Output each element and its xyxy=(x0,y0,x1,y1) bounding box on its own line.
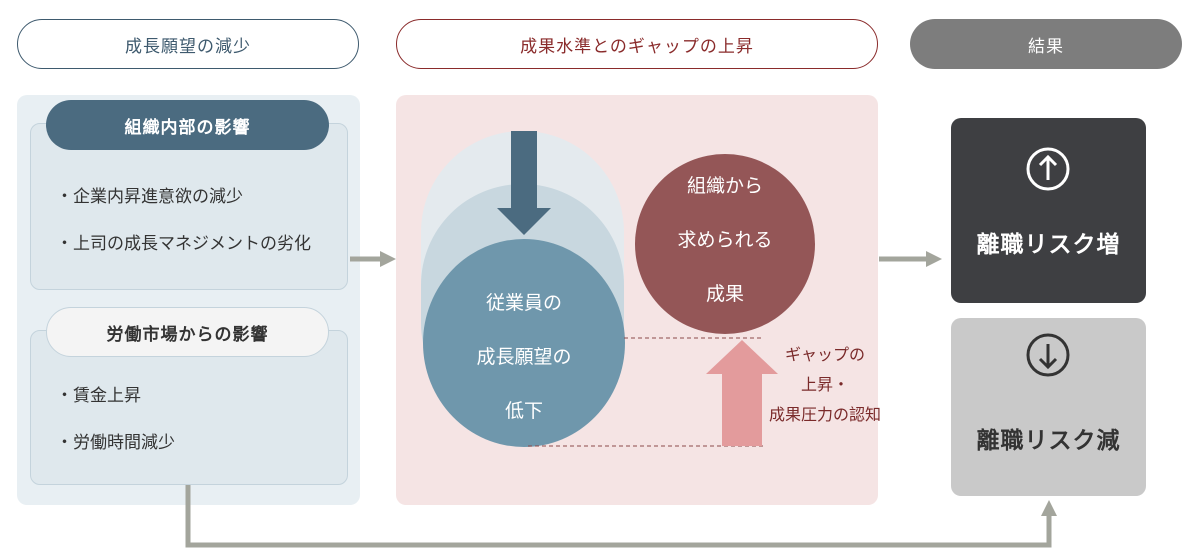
result-icons-overlay xyxy=(1026,147,1070,377)
employee-growth-circle xyxy=(423,239,625,447)
org-circle-text: 組織から 求められる 成果 xyxy=(635,159,815,321)
down-arrow-shaft xyxy=(511,131,537,211)
gap-label-line-2: 上昇・ xyxy=(800,375,849,394)
up-arrow-shaft xyxy=(722,372,762,446)
internal-influence-title: 組織内部の影響 xyxy=(46,100,329,150)
market-item-2: ・労働時間減少 xyxy=(56,433,175,453)
employee-circle-line-1: 従業員の xyxy=(485,292,562,314)
org-circle-line-2: 求められる xyxy=(677,229,773,251)
labor-market-influence-title: 労働市場からの影響 xyxy=(46,307,329,357)
increase-arrow-up-circle-icon xyxy=(1026,147,1070,191)
employee-circle-text: 従業員の 成長願望の 低下 xyxy=(424,276,624,438)
gap-label-line-3: 成果圧力の認知 xyxy=(768,405,881,424)
down-arrow-head-icon xyxy=(497,208,551,235)
turnover-risk-decrease-label: 離職リスク減 xyxy=(976,428,1121,454)
header-result: 結果 xyxy=(910,19,1182,69)
employee-circle-line-3: 低下 xyxy=(504,400,543,422)
gap-label-line-1: ギャップの xyxy=(784,345,865,364)
mid-to-result-arrow-head-icon xyxy=(926,251,942,267)
header-growth-desire-decrease: 成長願望の減少 xyxy=(17,19,359,69)
bottom-connector-line xyxy=(185,485,1052,548)
turnover-risk-increase-label: 離職リスク増 xyxy=(976,231,1121,258)
internal-item-1: ・企業内昇進意欲の減少 xyxy=(56,187,243,207)
org-circle-line-3: 成果 xyxy=(705,283,744,305)
decrease-arrow-down-circle-icon xyxy=(1026,333,1070,377)
org-expectation-circle xyxy=(635,154,815,334)
employee-circle-line-2: 成長願望の xyxy=(476,346,572,368)
market-item-1: ・賃金上昇 xyxy=(56,386,141,406)
org-circle-line-1: 組織から xyxy=(686,175,763,197)
left-to-mid-arrow-head-icon xyxy=(380,251,396,267)
header-gap-increase: 成果水準とのギャップの上昇 xyxy=(396,19,878,69)
up-arrow-head-icon xyxy=(706,340,778,374)
bottom-connector-arrow-head-icon xyxy=(1041,500,1057,516)
gap-label: ギャップの 上昇・ 成果圧力の認知 xyxy=(750,340,900,430)
internal-item-2: ・上司の成長マネジメントの劣化 xyxy=(56,234,311,254)
